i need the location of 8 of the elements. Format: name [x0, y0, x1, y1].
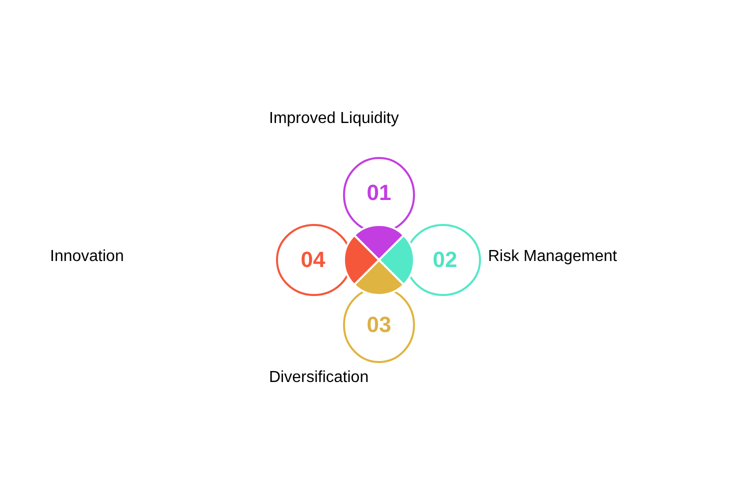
petal-label: Improved Liquidity	[269, 109, 399, 129]
step-number: 02	[432, 249, 458, 271]
petal-label: Diversification	[269, 368, 369, 388]
step-number: 01	[366, 182, 392, 204]
step-number: 03	[366, 314, 392, 336]
step-number: 04	[300, 249, 326, 271]
petal-label: Risk Management	[488, 247, 617, 267]
petal-label: Innovation	[50, 247, 124, 267]
